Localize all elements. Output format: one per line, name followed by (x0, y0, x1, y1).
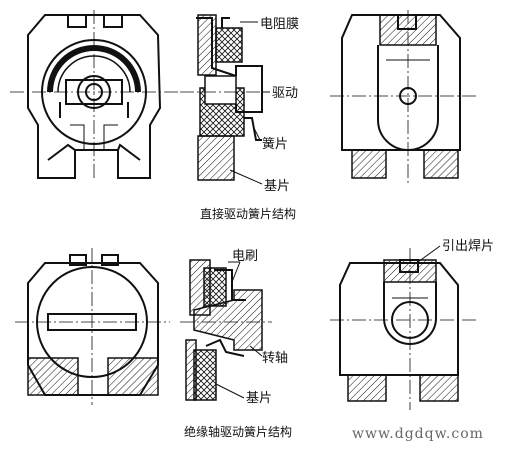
top-back-view (330, 10, 478, 185)
bottom-front-view (15, 248, 170, 405)
watermark: www.dgdqw.com (352, 426, 484, 442)
label-lead: 引出焊片 (442, 238, 494, 254)
label-film: 电阻膜 (260, 17, 299, 32)
caption-insulated-shaft: 绝缘轴驱动簧片结构 (184, 424, 292, 439)
top-front-view (10, 10, 178, 180)
bottom-back-view (330, 245, 478, 410)
label-spring: 簧片 (262, 136, 288, 152)
caption-direct-drive: 直接驱动簧片结构 (200, 206, 296, 221)
label-shaft: 转轴 (262, 351, 288, 366)
label-base-bottom: 基片 (246, 391, 272, 406)
top-section-view (180, 14, 270, 185)
bottom-section-view (180, 259, 272, 401)
label-drive: 驱动 (272, 86, 298, 101)
label-brush: 电刷 (232, 249, 258, 264)
label-base-top: 基片 (264, 179, 290, 194)
